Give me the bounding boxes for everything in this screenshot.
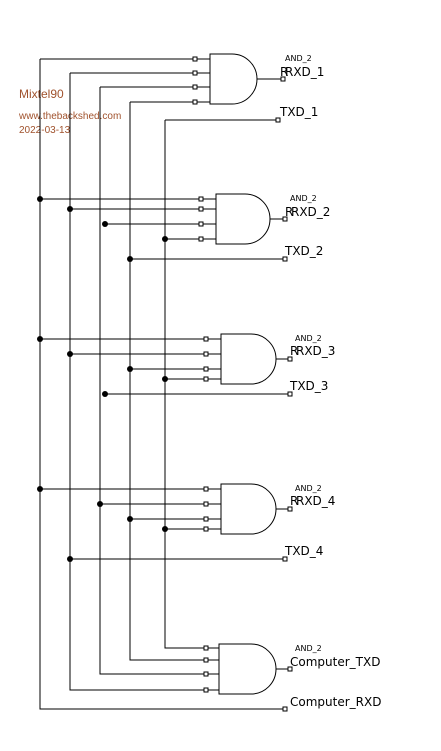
junction-dot bbox=[97, 501, 103, 507]
pin-marker bbox=[287, 391, 293, 397]
pin-marker bbox=[203, 516, 209, 522]
port-label-txd-2: TXD_2 bbox=[284, 244, 323, 258]
gate-5: AND_2 Computer_TXD Computer_RXD bbox=[218, 643, 381, 709]
junction-dot bbox=[67, 556, 73, 562]
pin-marker bbox=[282, 216, 288, 222]
and-gate-5 bbox=[218, 643, 277, 695]
gate-type-label: AND_2 bbox=[285, 54, 312, 63]
bus-txd-1 bbox=[164, 120, 219, 649]
pin-marker bbox=[203, 671, 209, 677]
pin-marker bbox=[287, 666, 293, 672]
gate-3: AND_2 R RXD_3 TXD_3 bbox=[40, 333, 335, 395]
gate-output-label: RXD_4 bbox=[296, 494, 335, 508]
and-gate-4 bbox=[220, 483, 277, 535]
gate-input-label: R bbox=[285, 205, 293, 219]
gate-output-label: Computer_TXD bbox=[290, 655, 380, 669]
gate-2: AND_2 R RXD_2 TXD_2 bbox=[40, 193, 330, 260]
pin-marker bbox=[203, 351, 209, 357]
gate-output-label: RXD_3 bbox=[296, 344, 335, 358]
watermark-author: Mixtel90 bbox=[19, 87, 64, 101]
pin-marker bbox=[198, 236, 204, 242]
junction-dot bbox=[67, 351, 73, 357]
pin-marker bbox=[203, 526, 209, 532]
pin-marker bbox=[287, 356, 293, 362]
pin-marker bbox=[203, 645, 209, 651]
pin-marker bbox=[203, 336, 209, 342]
port-label-txd-1: TXD_1 bbox=[279, 105, 318, 119]
junction-dots bbox=[37, 196, 168, 562]
gate-input-label: R bbox=[290, 494, 298, 508]
watermark-date: 2022-03-13 bbox=[19, 125, 71, 136]
pin-marker bbox=[198, 221, 204, 227]
pin-marker bbox=[192, 70, 198, 76]
bus-txd-4 bbox=[69, 73, 219, 691]
pin-marker bbox=[203, 657, 209, 663]
pin-marker bbox=[287, 506, 293, 512]
pin-marker bbox=[198, 196, 204, 202]
pin-marker bbox=[282, 256, 288, 262]
pin-marker bbox=[203, 501, 209, 507]
gate-type-label: AND_2 bbox=[295, 484, 322, 493]
junction-dot bbox=[162, 526, 168, 532]
gate-input-label: R bbox=[290, 344, 298, 358]
port-label-txd-4: TXD_4 bbox=[284, 544, 323, 558]
gate-type-label: AND_2 bbox=[290, 194, 317, 203]
port-label-computer-rxd: Computer_RXD bbox=[290, 695, 381, 709]
junction-dot bbox=[127, 516, 133, 522]
junction-dot bbox=[102, 391, 108, 397]
gate-input-label: R bbox=[280, 65, 288, 79]
junction-dot bbox=[37, 336, 43, 342]
junction-dot bbox=[102, 221, 108, 227]
and-gate-3 bbox=[220, 333, 277, 385]
pin-marker bbox=[282, 556, 288, 562]
bus-txd-2 bbox=[129, 102, 219, 661]
gate-output-label: RXD_2 bbox=[291, 205, 330, 219]
pin-marker bbox=[282, 706, 288, 712]
pin-marker bbox=[198, 206, 204, 212]
junction-dot bbox=[162, 376, 168, 382]
pin-marker bbox=[203, 376, 209, 382]
pin-marker bbox=[203, 366, 209, 372]
bus-computer-rxd bbox=[39, 59, 283, 710]
gate-type-label: AND_2 bbox=[295, 334, 322, 343]
gate-output-label: RXD_1 bbox=[285, 65, 324, 79]
pin-marker bbox=[203, 486, 209, 492]
junction-dot bbox=[67, 206, 73, 212]
pin-marker bbox=[192, 99, 198, 105]
pin-marker bbox=[192, 56, 198, 62]
junction-dot bbox=[37, 196, 43, 202]
junction-dot bbox=[162, 236, 168, 242]
port-label-txd-3: TXD_3 bbox=[289, 379, 328, 393]
bus-txd-3 bbox=[99, 87, 219, 675]
gate-4: AND_2 R RXD_4 TXD_4 bbox=[40, 483, 335, 560]
bus-wires bbox=[39, 59, 283, 710]
gate-1: AND_2 R RXD_1 TXD_1 bbox=[40, 53, 324, 121]
and-gate-2 bbox=[215, 193, 271, 245]
pin-marker bbox=[275, 117, 281, 123]
junction-dot bbox=[37, 486, 43, 492]
pin-markers bbox=[192, 56, 293, 712]
gate-type-label: AND_2 bbox=[295, 644, 322, 653]
pin-marker bbox=[203, 687, 209, 693]
pin-marker bbox=[192, 84, 198, 90]
pin-marker bbox=[280, 76, 286, 82]
junction-dot bbox=[127, 366, 133, 372]
junction-dot bbox=[127, 256, 133, 262]
and-gate-1 bbox=[209, 53, 258, 105]
